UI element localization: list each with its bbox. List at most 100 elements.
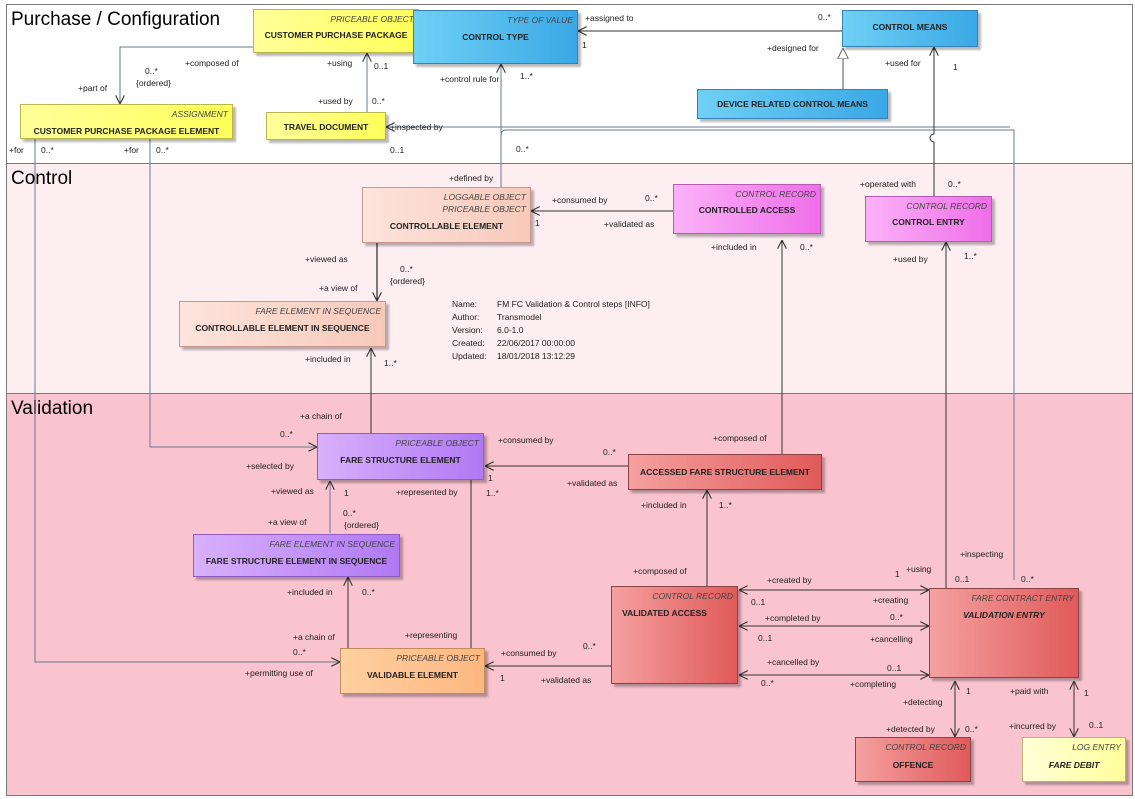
stereotype: LOGGABLE OBJECT [443, 192, 526, 202]
association-label: +a view of [319, 283, 358, 293]
association-label: +paid with [1010, 686, 1049, 696]
association-label: +designed for [767, 43, 819, 53]
association-label: +used by [893, 254, 928, 264]
class-offence[interactable]: CONTROL RECORD OFFENCE [855, 737, 971, 782]
class-name: CONTROLLABLE ELEMENT [389, 221, 504, 231]
association-label: +for [124, 145, 139, 155]
multiplicity-label: 0..* [362, 587, 375, 597]
info-value: 22/06/2017 00:00:00 [497, 338, 575, 348]
class-travel-document[interactable]: TRAVEL DOCUMENT [266, 112, 386, 140]
stereotype: PRICEABLE OBJECT [396, 653, 480, 663]
association-label: +representing [405, 630, 458, 640]
class-customer-purchase-package-element[interactable]: ASSIGNMENT CUSTOMER PURCHASE PACKAGE ELE… [20, 104, 233, 139]
multiplicity-label: 0..1 [955, 574, 970, 584]
multiplicity-label: 1 [344, 488, 349, 498]
multiplicity-label: 0..1 [751, 597, 766, 607]
constraint-label: {ordered} [390, 276, 425, 286]
multiplicity-label: 0..* [583, 641, 596, 651]
class-customer-purchase-package[interactable]: PRICEABLE OBJECT CUSTOMER PURCHASE PACKA… [253, 9, 419, 53]
association-label: +created by [767, 575, 812, 585]
association-label: +control rule for [440, 74, 500, 84]
class-controlled-access[interactable]: CONTROL RECORD CONTROLLED ACCESS [673, 184, 821, 234]
association-label: +cancelling [870, 634, 913, 644]
class-name: VALIDABLE ELEMENT [367, 670, 458, 680]
class-fare-structure-element[interactable]: PRICEABLE OBJECT FARE STRUCTURE ELEMENT [317, 433, 484, 480]
association-label: +selected by [246, 461, 294, 471]
multiplicity-label: 0..* [818, 12, 831, 22]
multiplicity-label: 0..1 [887, 663, 902, 673]
multiplicity-label: 1 [535, 218, 540, 228]
stereotype: FARE ELEMENT IN SEQUENCE [255, 306, 381, 316]
class-name: CUSTOMER PURCHASE PACKAGE [264, 30, 408, 40]
stereotype: TYPE OF VALUE [507, 15, 573, 25]
class-name: TRAVEL DOCUMENT [283, 122, 369, 132]
class-controllable-element-in-sequence[interactable]: FARE ELEMENT IN SEQUENCE CONTROLLABLE EL… [179, 301, 386, 347]
class-validation-entry[interactable]: FARE CONTRACT ENTRY VALIDATION ENTRY [929, 588, 1079, 678]
multiplicity-label: 0..* [890, 612, 903, 622]
constraint-label: {ordered} [136, 78, 171, 88]
class-validable-element[interactable]: PRICEABLE OBJECT VALIDABLE ELEMENT [340, 648, 485, 694]
lane-title: Purchase / Configuration [11, 9, 221, 30]
association-label: +incurred by [1009, 721, 1057, 731]
class-controllable-element[interactable]: LOGGABLE OBJECT PRICEABLE OBJECT CONTROL… [362, 187, 531, 243]
edge-used-for [930, 47, 934, 196]
association-label: +creating [873, 595, 909, 605]
association-label: +used by [318, 96, 353, 106]
stereotype: ASSIGNMENT [171, 109, 228, 119]
lane-title: Control [11, 168, 73, 189]
class-name: VALIDATION ENTRY [963, 610, 1045, 620]
stereotype: PRICEABLE OBJECT [330, 14, 414, 24]
association-label: +included in [641, 500, 687, 510]
edge-package-composed-of [120, 47, 253, 104]
association-label: +represented by [396, 487, 458, 497]
multiplicity-label: 0..* [645, 193, 658, 203]
class-control-entry[interactable]: CONTROL RECORD CONTROL ENTRY [865, 196, 992, 242]
class-name: CONTROL TYPE [462, 32, 529, 42]
class-name: CONTROL ENTRY [892, 217, 965, 227]
association-label: +a view of [268, 517, 307, 527]
stereotype: CONTROL RECORD [735, 189, 816, 199]
association-label: +used for [885, 58, 921, 68]
info-key: Version: [452, 325, 483, 335]
multiplicity-label: 1 [500, 673, 505, 683]
class-accessed-fare-structure-element[interactable]: ACCESSED FARE STRUCTURE ELEMENT [628, 454, 822, 490]
association-label: +composed of [185, 58, 239, 68]
info-key: Author: [452, 312, 480, 322]
association-label: +permitting use of [245, 668, 313, 678]
constraint-label: {ordered} [344, 520, 379, 530]
association-label: +cancelled by [767, 657, 820, 667]
association-label: +part of [78, 83, 108, 93]
class-validated-access[interactable]: CONTROL RECORD VALIDATED ACCESS [611, 586, 738, 684]
association-label: +defined by [449, 173, 494, 183]
association-label: +included in [711, 242, 757, 252]
info-key: Updated: [452, 351, 487, 361]
association-label: +validated as [567, 478, 618, 488]
association-label: +composed of [633, 566, 687, 576]
stereotype: CONTROL RECORD [652, 591, 733, 601]
multiplicity-label: 0..* [400, 264, 413, 274]
association-label: +using [327, 58, 353, 68]
multiplicity-label: 1 [953, 62, 958, 72]
class-control-means[interactable]: CONTROL MEANS [842, 10, 978, 47]
class-device-related-control-means[interactable]: DEVICE RELATED CONTROL MEANS [697, 89, 888, 119]
association-label: +consumed by [498, 435, 554, 445]
multiplicity-label: 0..* [516, 144, 529, 154]
association-label: +operated with [860, 179, 916, 189]
association-label: +completed by [765, 613, 821, 623]
association-label: +inspecting [960, 549, 1004, 559]
class-control-type[interactable]: TYPE OF VALUE CONTROL TYPE [413, 10, 578, 64]
class-fare-structure-element-in-sequence[interactable]: FARE ELEMENT IN SEQUENCE FARE STRUCTURE … [193, 534, 400, 577]
association-label: +consumed by [501, 648, 557, 658]
association-label: +composed of [713, 433, 767, 443]
stereotype: FARE ELEMENT IN SEQUENCE [269, 539, 395, 549]
multiplicity-label: 0..1 [1089, 720, 1104, 730]
class-name: OFFENCE [892, 760, 934, 770]
multiplicity-label: 1 [582, 40, 587, 50]
class-name: FARE DEBIT [1048, 760, 1100, 770]
class-name: ACCESSED FARE STRUCTURE ELEMENT [639, 467, 810, 477]
class-fare-debit[interactable]: LOG ENTRY FARE DEBIT [1022, 737, 1126, 782]
association-label: +consumed by [552, 195, 608, 205]
class-name: CONTROL MEANS [872, 22, 948, 32]
multiplicity-label: 0..* [293, 647, 306, 657]
